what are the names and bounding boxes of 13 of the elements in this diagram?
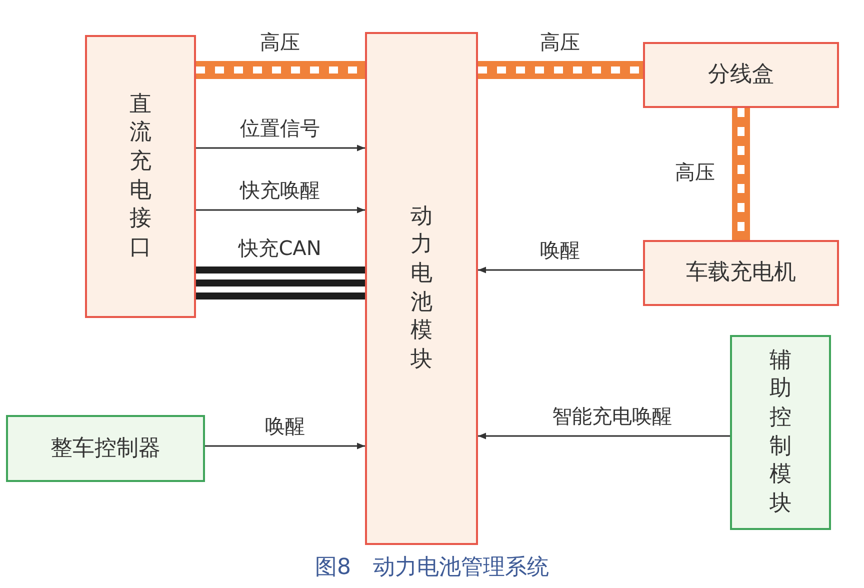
module-box — [643, 42, 839, 108]
module-box — [85, 35, 196, 318]
node-label: 辅助控制模块 — [770, 346, 792, 518]
node-label: 整车控制器 — [50, 434, 160, 462]
controller-box — [6, 415, 205, 482]
node-label: 车载充电机 — [686, 259, 796, 287]
module-box — [643, 240, 839, 306]
controller-box — [730, 335, 831, 530]
node-label: 分线盒 — [708, 61, 774, 89]
caption: 图8 动力电池管理系统 — [314, 554, 550, 582]
node-label: 动力电池模块 — [410, 202, 432, 374]
node-label: 直流充电接口 — [130, 90, 152, 262]
module-box — [365, 32, 478, 545]
